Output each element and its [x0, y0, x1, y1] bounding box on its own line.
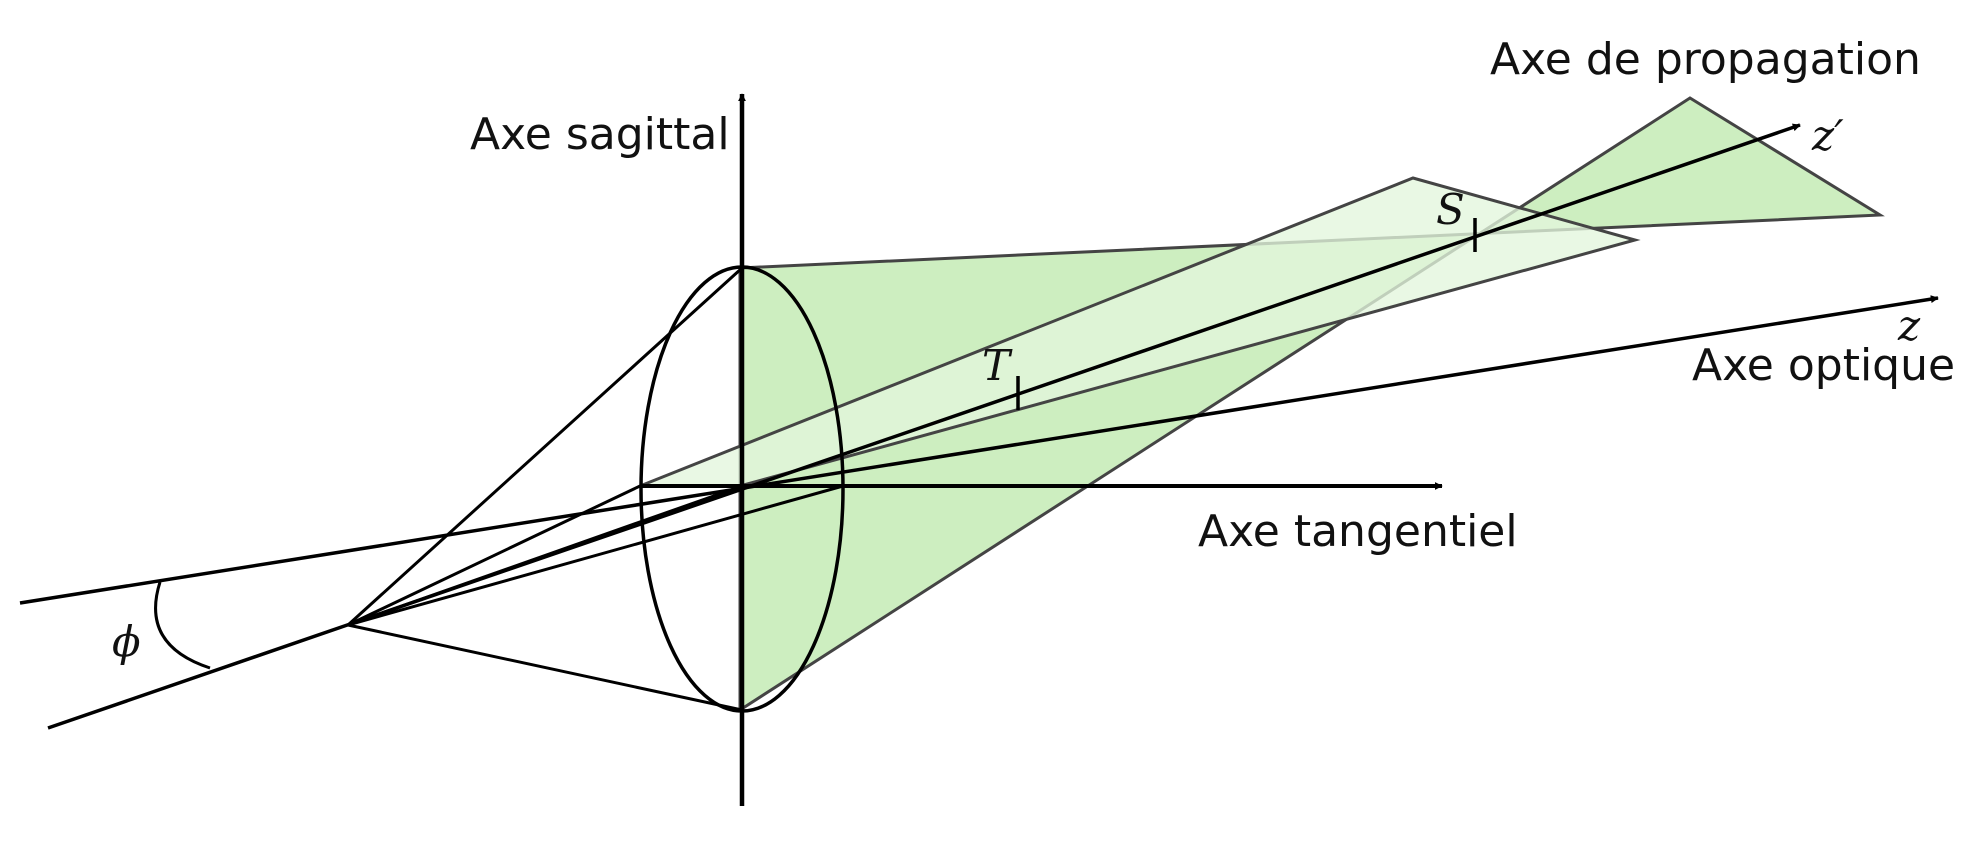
- z-prime-label: z′: [1811, 111, 1844, 160]
- sagittal-axis-label: Axe sagittal: [470, 109, 730, 160]
- phi-angle-arc: [154, 581, 211, 670]
- s-focus-label: S: [1436, 185, 1465, 234]
- ray-bundle: [346, 266, 844, 712]
- t-focus-label: T: [982, 341, 1013, 390]
- lens-aperture: [639, 265, 845, 713]
- z-label: z: [1897, 301, 1921, 350]
- propagation-axis-line: [47, 123, 1801, 730]
- tangential-axis-label: Axe tangentiel: [1198, 506, 1518, 557]
- optical-axis-line: [19, 295, 1939, 605]
- optical-axis-label: Axe optique: [1692, 340, 1955, 391]
- phi-label: ϕ: [112, 617, 141, 666]
- propagation-axis-label: Axe de propagation: [1490, 34, 1921, 85]
